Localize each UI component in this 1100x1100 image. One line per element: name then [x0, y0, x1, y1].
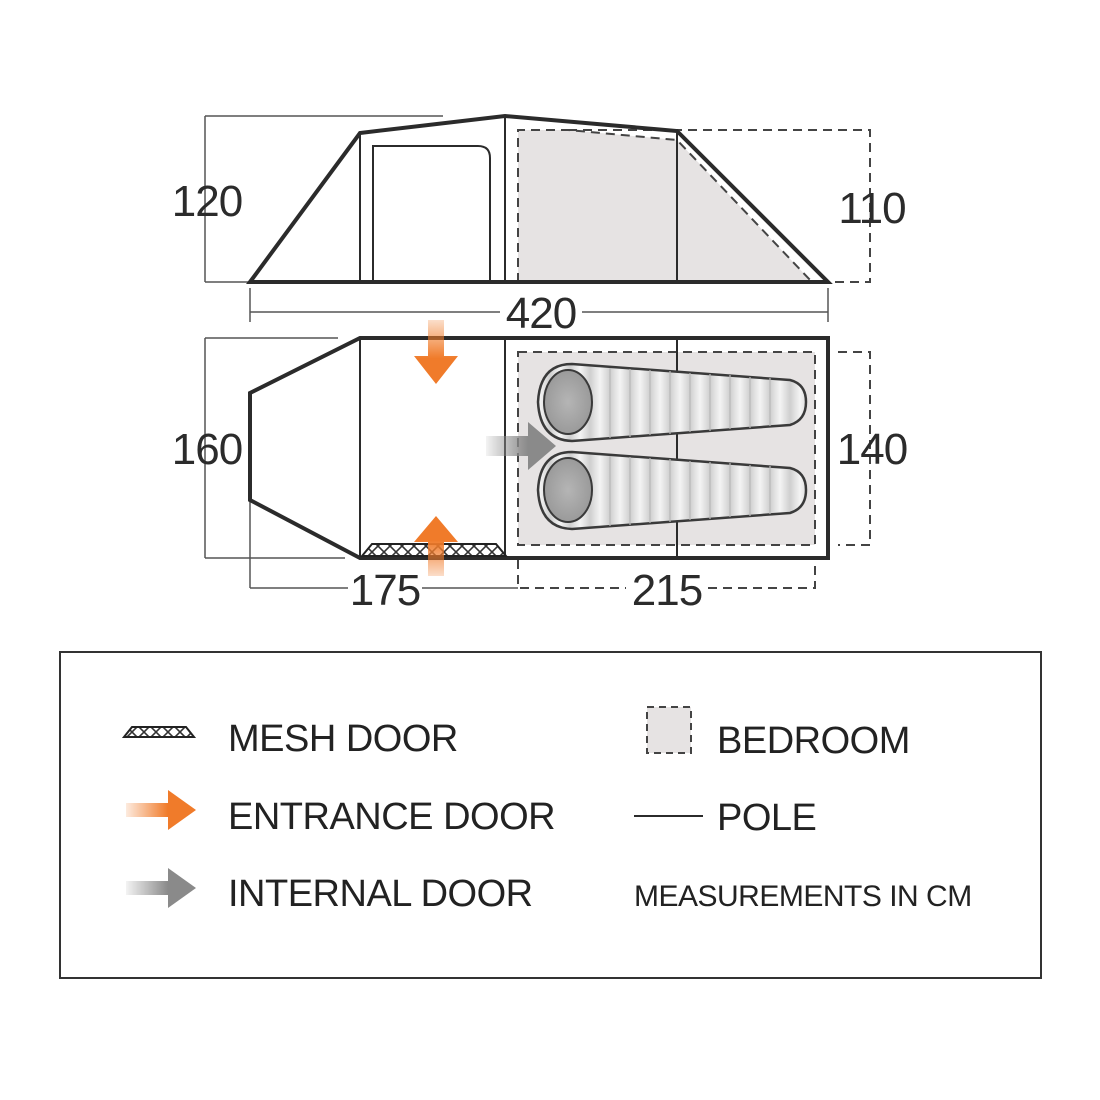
width-140-guide — [838, 351, 871, 546]
measurements-note: MEASUREMENTS IN CM — [634, 880, 972, 913]
legend-internal-door: INTERNAL DOOR — [228, 873, 533, 915]
length-bedroom-label: 215 — [632, 566, 702, 615]
legend-box: MESH DOOR ENTRANCE DOOR INTERNAL DOOR BE… — [59, 651, 1042, 979]
plan-dimension-lines — [204, 337, 518, 589]
sleeping-bag-upper — [536, 362, 808, 443]
entrance-door-arrow-bottom — [414, 516, 458, 576]
porch-door-panel — [372, 145, 491, 282]
entrance-door-arrow-top — [414, 320, 458, 384]
bedroom-side-fill — [518, 130, 812, 282]
bedroom-legend-icon — [646, 706, 692, 754]
length-porch-label: 175 — [350, 566, 420, 615]
legend-bedroom: BEDROOM — [717, 720, 910, 762]
internal-arrow-legend-icon — [126, 868, 196, 908]
internal-door-arrow — [486, 422, 556, 470]
mesh-door-legend-icon — [121, 726, 197, 738]
length-total-label: 420 — [506, 289, 576, 338]
elevation-dimension-lines — [204, 115, 443, 283]
length-215-guide — [517, 560, 816, 589]
width-rear-label: 140 — [837, 425, 907, 474]
side-elevation: 120 110 — [172, 113, 907, 284]
height-rear-label: 110 — [838, 184, 905, 233]
height-front-label: 120 — [172, 177, 242, 226]
legend-mesh-door: MESH DOOR — [228, 718, 458, 760]
overall-length-dimension: 420 — [249, 288, 829, 338]
flysheet-side-outline — [246, 113, 833, 284]
bedroom-plan-outline — [517, 351, 816, 546]
floor-plan: 160 140 175 215 — [172, 320, 908, 615]
legend-entrance-door: ENTRANCE DOOR — [228, 796, 555, 838]
legend-pole: POLE — [717, 797, 816, 839]
height-110-guide — [568, 129, 871, 283]
sleeping-bag-lower — [536, 450, 808, 531]
width-front-label: 160 — [172, 425, 242, 474]
elevation-poles — [359, 116, 678, 282]
entrance-arrow-legend-icon — [126, 790, 196, 830]
